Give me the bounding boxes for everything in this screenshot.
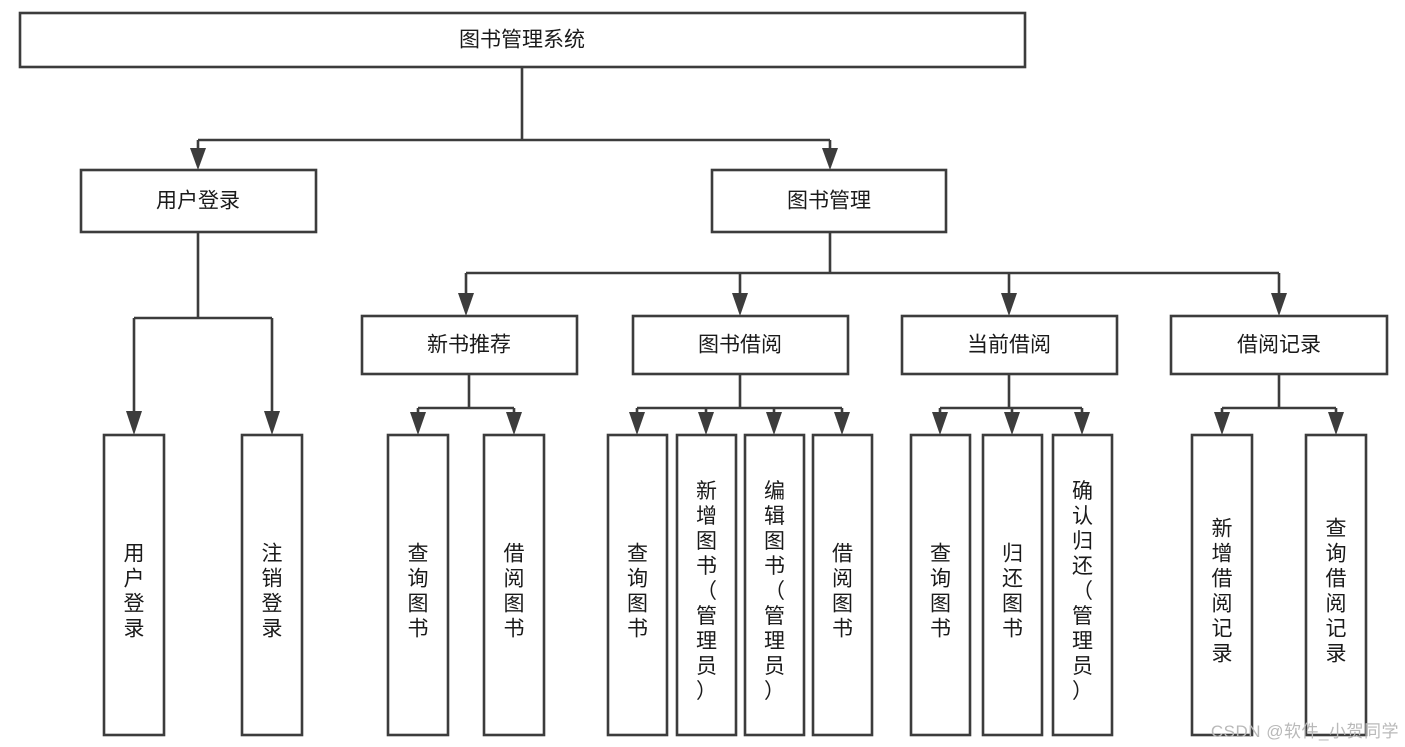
- node-book-manage[interactable]: 图书管理: [710, 168, 948, 234]
- arrow-to-borrow-record: [1271, 293, 1287, 316]
- arrow-to-leaf-return-book: [1004, 412, 1020, 435]
- node-root[interactable]: 图书管理系统: [18, 11, 1027, 69]
- node-leaf-edit-book[interactable]: 编辑图书（管理员）: [743, 433, 806, 737]
- node-leaf-borrow-book-1-label: 借阅图书: [504, 542, 525, 640]
- node-current-borrow[interactable]: 当前借阅: [900, 314, 1119, 376]
- node-leaf-logout-label: 注销登录: [262, 542, 283, 640]
- node-leaf-add-record-box[interactable]: [1190, 433, 1254, 737]
- node-leaf-query-book-3[interactable]: 查询图书: [909, 433, 972, 737]
- node-leaf-add-book-box[interactable]: [675, 433, 738, 737]
- node-leaf-logout[interactable]: 注销登录: [240, 433, 304, 737]
- node-root-label: 图书管理系统: [459, 29, 585, 52]
- node-leaf-query-book-1-label: 查询图书: [408, 542, 429, 640]
- node-leaf-confirm-return-box[interactable]: [1051, 433, 1114, 737]
- node-leaf-add-book[interactable]: 新增图书（管理员）: [675, 433, 738, 737]
- arrow-to-leaf-query-record: [1328, 412, 1344, 435]
- node-leaf-user-login[interactable]: 用户登录: [102, 433, 166, 737]
- leaf-nodes-layer: 用户登录 注销登录 查询图书 借阅图书 查询图书 新增图书（管理员） 编辑图书（管理员） 借阅…: [102, 433, 1368, 737]
- arrow-to-user-login: [190, 148, 206, 170]
- node-user-login-box[interactable]: [79, 168, 318, 234]
- node-leaf-add-record[interactable]: 新增借阅记录: [1190, 433, 1254, 737]
- node-leaf-return-book-box[interactable]: [981, 433, 1044, 737]
- node-book-borrow[interactable]: 图书借阅: [631, 314, 850, 376]
- node-leaf-query-record-box[interactable]: [1304, 433, 1368, 737]
- node-leaf-user-login-box[interactable]: [102, 433, 166, 737]
- arrow-to-leaf-query-book-3: [932, 412, 948, 435]
- node-leaf-borrow-book-2-box[interactable]: [811, 433, 874, 737]
- arrow-to-leaf-logout: [264, 411, 280, 435]
- arrow-to-leaf-confirm-return: [1074, 412, 1090, 435]
- node-borrow-record[interactable]: 借阅记录: [1169, 314, 1389, 376]
- node-current-borrow-box[interactable]: [900, 314, 1119, 376]
- arrow-to-leaf-borrow-book-2: [834, 412, 850, 435]
- node-leaf-logout-box[interactable]: [240, 433, 304, 737]
- arrow-to-book-borrow: [732, 293, 748, 316]
- node-leaf-query-book-2-box[interactable]: [606, 433, 669, 737]
- node-leaf-user-login-label: 用户登录: [124, 542, 145, 640]
- arrow-to-leaf-edit-book: [766, 412, 782, 435]
- node-borrow-record-box[interactable]: [1169, 314, 1389, 376]
- node-leaf-query-book-2[interactable]: 查询图书: [606, 433, 669, 737]
- arrow-to-leaf-user-login: [126, 411, 142, 435]
- node-leaf-confirm-return-label: 确认归还（管理员）: [1072, 480, 1093, 703]
- node-leaf-edit-book-box[interactable]: [743, 433, 806, 737]
- arrow-to-leaf-query-book-2: [629, 412, 645, 435]
- node-leaf-query-book-2-label: 查询图书: [627, 542, 648, 640]
- arrow-to-leaf-add-record: [1214, 412, 1230, 435]
- node-new-book-rec-box[interactable]: [360, 314, 579, 376]
- arrow-to-leaf-add-book: [698, 412, 714, 435]
- node-leaf-query-book-1[interactable]: 查询图书: [386, 433, 450, 737]
- node-leaf-add-book-label: 新增图书（管理员）: [696, 480, 717, 703]
- node-book-borrow-label: 图书借阅: [698, 334, 782, 357]
- node-leaf-query-record[interactable]: 查询借阅记录: [1304, 433, 1368, 737]
- node-book-manage-label: 图书管理: [787, 190, 871, 213]
- node-book-borrow-box[interactable]: [631, 314, 850, 376]
- node-leaf-confirm-return[interactable]: 确认归还（管理员）: [1051, 433, 1114, 737]
- arrow-to-current-borrow: [1001, 293, 1017, 316]
- node-new-book-rec-label: 新书推荐: [427, 334, 511, 357]
- arrow-to-leaf-query-book-1: [410, 412, 426, 435]
- node-leaf-query-book-1-box[interactable]: [386, 433, 450, 737]
- node-leaf-borrow-book-2[interactable]: 借阅图书: [811, 433, 874, 737]
- node-borrow-record-label: 借阅记录: [1237, 334, 1321, 357]
- node-leaf-borrow-book-2-label: 借阅图书: [832, 542, 853, 640]
- edges-layer: [126, 67, 1344, 435]
- node-root-box[interactable]: [18, 11, 1027, 69]
- node-leaf-return-book[interactable]: 归还图书: [981, 433, 1044, 737]
- node-leaf-edit-book-label: 编辑图书（管理员）: [764, 480, 785, 703]
- node-user-login-label: 用户登录: [156, 190, 240, 213]
- node-new-book-rec[interactable]: 新书推荐: [360, 314, 579, 376]
- arrow-to-new-book-rec: [458, 293, 474, 316]
- node-book-manage-box[interactable]: [710, 168, 948, 234]
- node-leaf-add-record-label: 新增借阅记录: [1212, 517, 1233, 665]
- node-leaf-borrow-book-1[interactable]: 借阅图书: [482, 433, 546, 737]
- arrow-to-book-manage: [822, 148, 838, 170]
- node-leaf-query-book-3-label: 查询图书: [930, 542, 951, 640]
- node-leaf-query-record-label: 查询借阅记录: [1326, 517, 1347, 665]
- node-leaf-return-book-label: 归还图书: [1002, 542, 1023, 640]
- node-leaf-query-book-3-box[interactable]: [909, 433, 972, 737]
- node-user-login[interactable]: 用户登录: [79, 168, 318, 234]
- node-leaf-borrow-book-1-box[interactable]: [482, 433, 546, 737]
- node-current-borrow-label: 当前借阅: [967, 334, 1051, 357]
- arrow-to-leaf-borrow-book-1: [506, 412, 522, 435]
